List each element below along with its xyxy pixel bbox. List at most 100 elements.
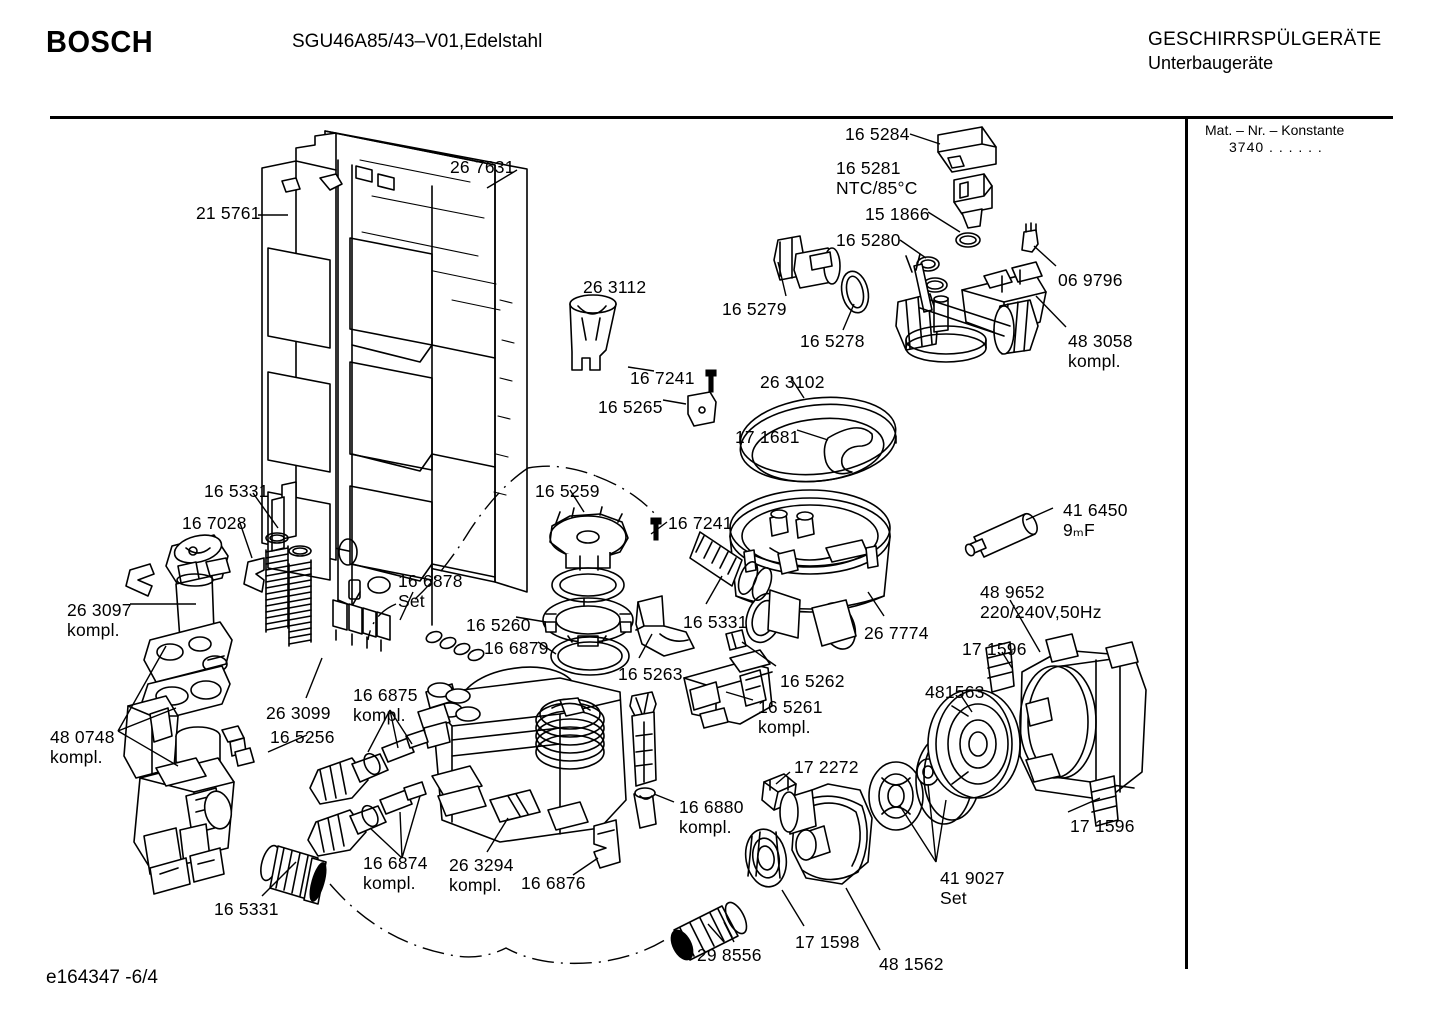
part-label-17-1681: 17 1681 xyxy=(735,427,800,447)
part-number: 16 6874 xyxy=(363,853,428,873)
part-label-26-7774: 26 7774 xyxy=(864,623,929,643)
part-number: 16 5278 xyxy=(800,331,865,351)
part-label-29-8556: 29 8556 xyxy=(697,945,762,965)
part-label-17-1596: 17 1596 xyxy=(962,639,1027,659)
part-number: 26 3294 xyxy=(449,855,514,875)
part-label-16-5259: 16 5259 xyxy=(535,481,600,501)
matnr-heading: Mat. – Nr. – Konstante xyxy=(1205,122,1345,138)
part-41-6450-capacitor xyxy=(964,512,1038,558)
part-number: 16 7241 xyxy=(668,513,733,533)
part-label-17-1596: 17 1596 xyxy=(1070,816,1135,836)
part-label-16-5256: 16 5256 xyxy=(270,727,335,747)
part-qualifier: 9ₘF xyxy=(1063,520,1095,540)
part-number: 17 1681 xyxy=(735,427,800,447)
part-16-5263-bracket xyxy=(635,595,695,657)
part-number: 16 5259 xyxy=(535,481,600,501)
part-qualifier: kompl. xyxy=(363,873,416,893)
part-number: 481563 xyxy=(925,682,985,702)
part-26-3099-springs xyxy=(243,532,312,647)
door-panel-assembly xyxy=(261,130,528,652)
part-label-26-3112: 26 3112 xyxy=(583,277,646,297)
part-number: 16 5256 xyxy=(270,727,335,747)
part-qualifier: kompl. xyxy=(1068,351,1121,371)
part-label-16-5331: 16 5331 xyxy=(214,899,279,919)
part-number: 15 1866 xyxy=(865,204,930,224)
part-number: 26 7774 xyxy=(864,623,929,643)
part-26-7774-sump xyxy=(689,489,891,650)
part-number: 16 5331 xyxy=(214,899,279,919)
part-label-26-7631: 26 7631 xyxy=(450,157,515,177)
part-number: 17 2272 xyxy=(794,757,859,777)
part-number: 17 1598 xyxy=(795,932,860,952)
model-designation: SGU46A85/43–V01,Edelstahl xyxy=(292,31,543,52)
part-label-06-9796: 06 9796 xyxy=(1058,270,1123,290)
part-label-16-7241: 16 7241 xyxy=(668,513,733,533)
part-number: 16 5331 xyxy=(683,612,748,632)
part-label-16-6879: 16 6879 xyxy=(484,638,549,658)
leader-lines xyxy=(117,133,1101,951)
part-label-15-1866: 15 1866 xyxy=(865,204,930,224)
part-number: 16 6879 xyxy=(484,638,549,658)
part-number: 16 5279 xyxy=(722,299,787,319)
part-label-16-5263: 16 5263 xyxy=(618,664,683,684)
part-26-3102-filter-lid xyxy=(739,396,897,483)
part-number: 48 9652 xyxy=(980,582,1045,602)
part-label-16-5279: 16 5279 xyxy=(722,299,787,319)
part-number: 41 6450 xyxy=(1063,500,1128,520)
part-16-6878-set-orings xyxy=(425,630,485,662)
part-label-16-5265: 16 5265 xyxy=(598,397,663,417)
part-26-3294-tank xyxy=(417,666,627,843)
part-number: 16 5284 xyxy=(845,124,910,144)
part-number: 16 7028 xyxy=(182,513,247,533)
part-label-16-5260: 16 5260 xyxy=(466,615,531,635)
part-16-5262-clip xyxy=(725,629,747,651)
part-label-17-1598: 17 1598 xyxy=(795,932,860,952)
part-label-16-5278: 16 5278 xyxy=(800,331,865,351)
part-number: 06 9796 xyxy=(1058,270,1123,290)
part-label-26-3102: 26 3102 xyxy=(760,372,825,392)
part-number: 16 5263 xyxy=(618,664,683,684)
part-label-26-3099: 26 3099 xyxy=(266,703,331,723)
part-26-3112-funnel xyxy=(569,294,617,371)
header-divider-rule xyxy=(50,116,1393,119)
part-number: 16 7241 xyxy=(630,368,695,388)
part-number: 17 1596 xyxy=(1070,816,1135,836)
part-16-6876-clip xyxy=(593,819,621,869)
part-label-16-7028: 16 7028 xyxy=(182,513,247,533)
bosch-logo: BOSCH xyxy=(46,26,154,60)
part-number: 16 6878 xyxy=(398,571,463,591)
part-number: 26 3112 xyxy=(583,277,647,297)
part-qualifier: Set xyxy=(940,888,967,908)
part-number: 17 1596 xyxy=(962,639,1027,659)
part-16-6874-valve xyxy=(307,781,427,857)
part-label-16-5280: 16 5280 xyxy=(836,230,901,250)
part-number: 41 9027 xyxy=(940,868,1005,888)
part-number: 48 1562 xyxy=(879,954,944,974)
part-number: 16 5281 xyxy=(836,158,901,178)
part-label-16-7241: 16 7241 xyxy=(630,368,695,388)
part-48-9652-motor xyxy=(927,633,1147,827)
part-number: 48 0748 xyxy=(50,727,115,747)
part-label-48-1562: 48 1562 xyxy=(879,954,944,974)
part-number: 26 3102 xyxy=(760,372,825,392)
part-number: 16 5261 xyxy=(758,697,823,717)
part-16-7241-screws xyxy=(650,369,717,541)
part-16-5331-hose-left xyxy=(260,844,327,905)
part-16-6880-float xyxy=(629,691,657,829)
document-id: e164347 -6/4 xyxy=(46,967,158,988)
part-label-16-5284: 16 5284 xyxy=(845,124,910,144)
part-qualifier: kompl. xyxy=(67,620,120,640)
part-number: 29 8556 xyxy=(697,945,762,965)
part-label-16-5331: 16 5331 xyxy=(204,481,269,501)
part-number: 16 6876 xyxy=(521,873,586,893)
